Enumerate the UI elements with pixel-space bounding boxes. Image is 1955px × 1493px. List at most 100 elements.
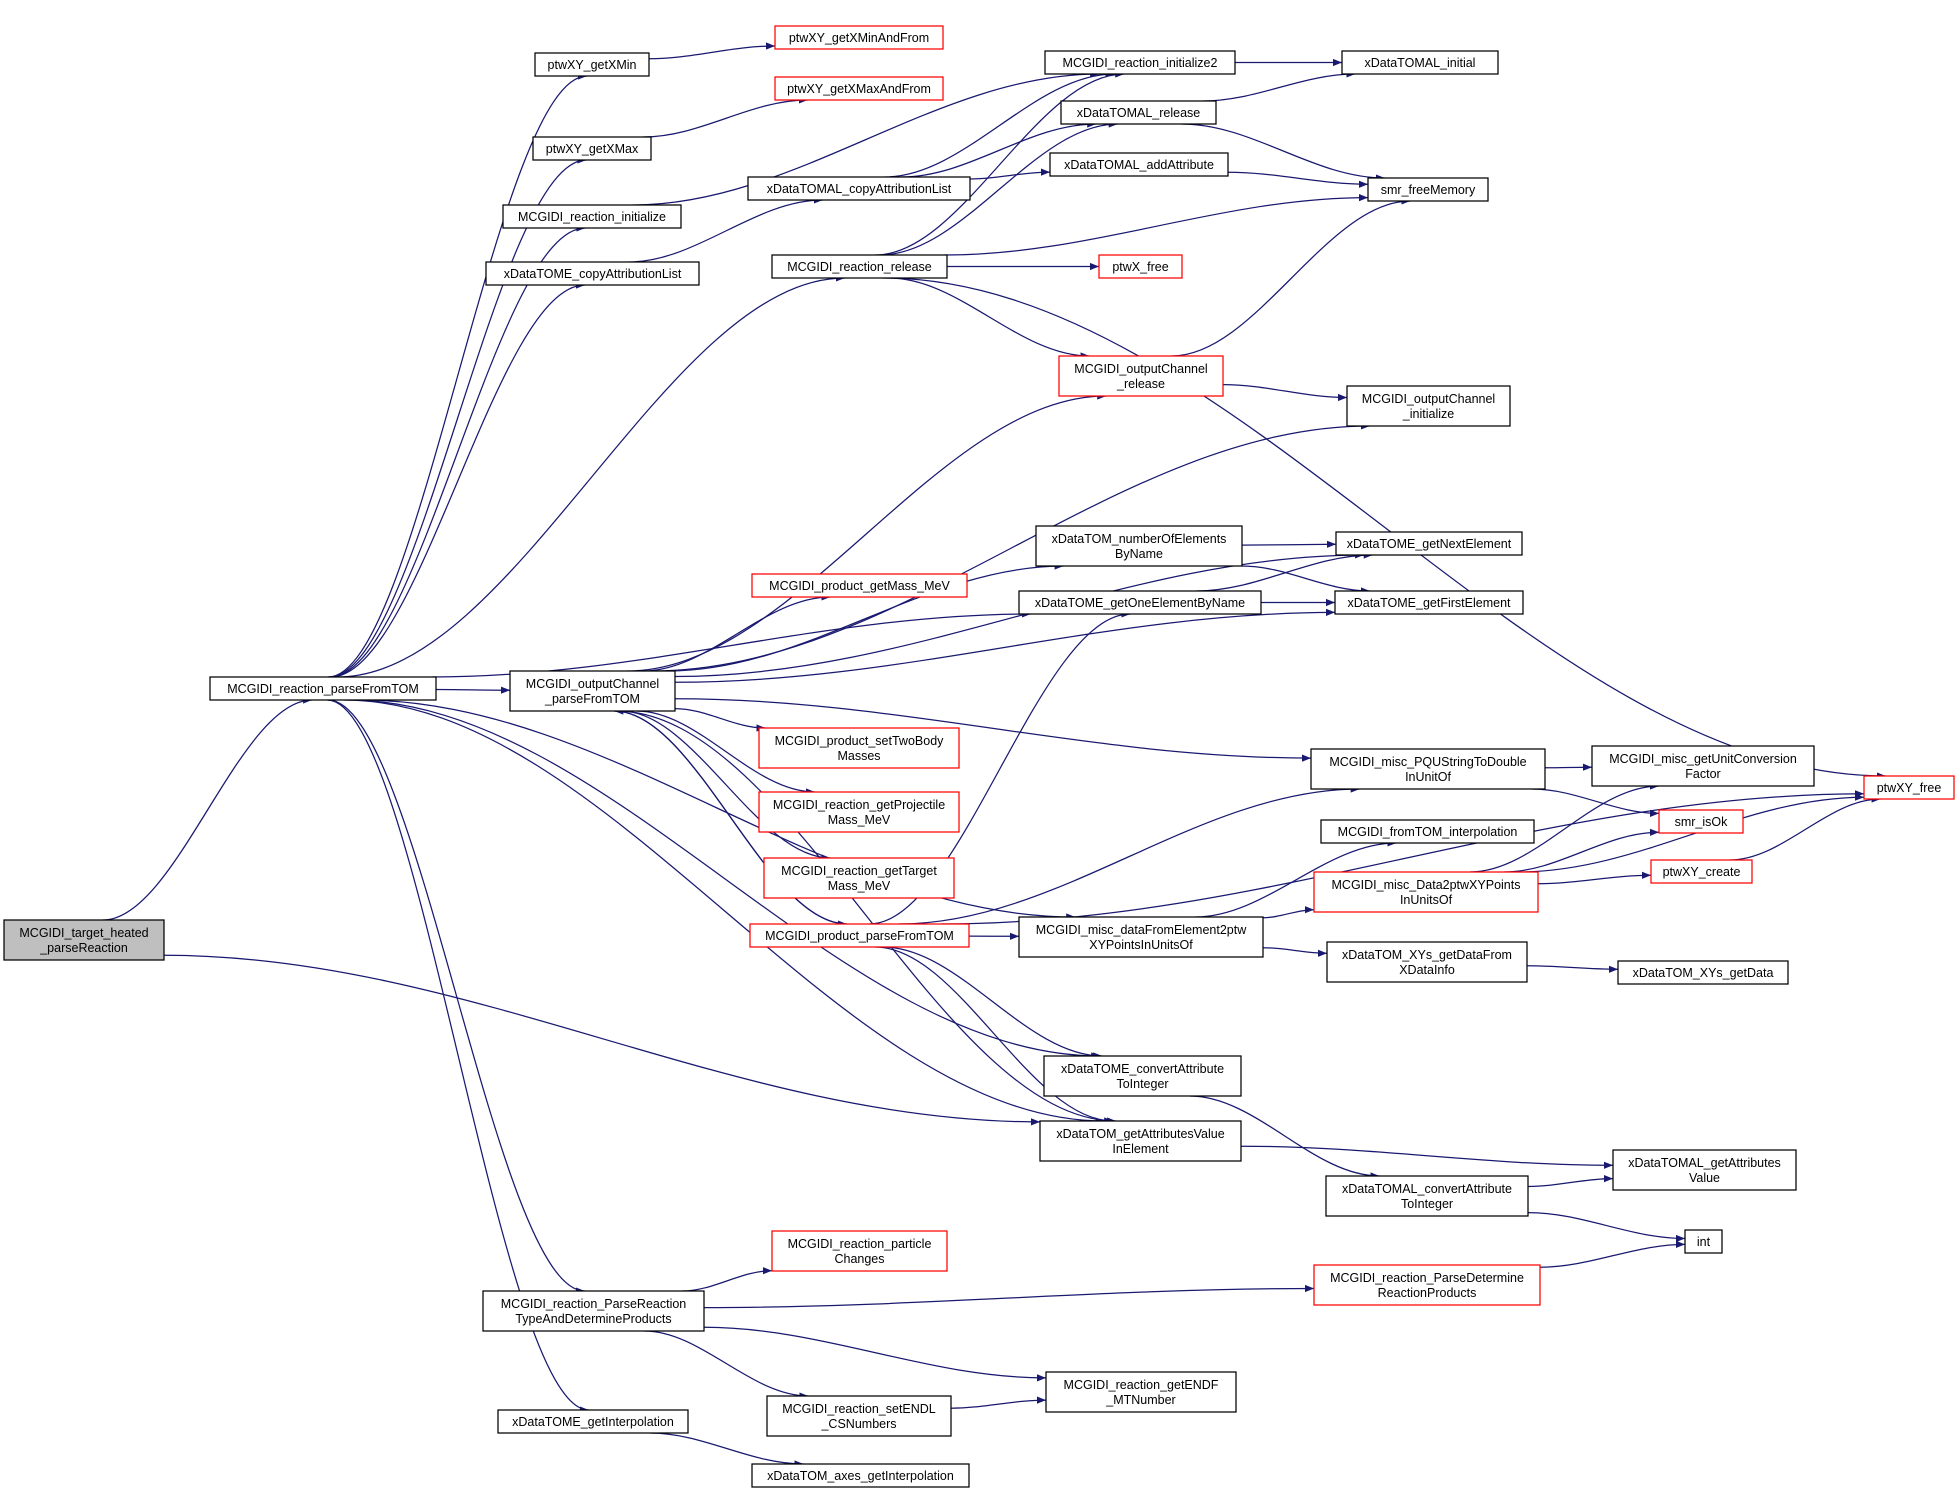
node-getNextElement[interactable]: xDataTOME_getNextElement	[1335, 531, 1523, 556]
edge-dataFromElement-to-fromTOMInterp	[1195, 839, 1397, 918]
node-getOneElemByName[interactable]: xDataTOME_getOneElementByName	[1018, 590, 1262, 615]
node-reactionInitialize[interactable]: MCGIDI_reaction_initialize	[502, 204, 682, 229]
node-root[interactable]: MCGIDI_target_heated_parseReaction	[3, 919, 165, 961]
node-tomalCopyAttr[interactable]: xDataTOMAL_copyAttributionList	[747, 176, 971, 201]
node-label: xDataTOM_XYs_getDataFrom	[1342, 948, 1512, 962]
node-layer: MCGIDI_target_heated_parseReactionMCGIDI…	[3, 25, 1955, 1488]
node-box	[502, 204, 682, 229]
node-parseReactionType[interactable]: MCGIDI_reaction_ParseReactionTypeAndDete…	[482, 1290, 705, 1332]
edge-ocParseFromTOM-to-numElemByName	[667, 562, 1064, 672]
node-xysGetData[interactable]: xDataTOM_XYs_getData	[1617, 960, 1789, 985]
node-getXMax[interactable]: ptwXY_getXMax	[532, 136, 652, 161]
edge-numElemByName-to-getNextElement	[1241, 540, 1337, 548]
node-box	[751, 1463, 970, 1488]
node-setENDL[interactable]: MCGIDI_reaction_setENDL_CSNumbers	[766, 1395, 952, 1437]
node-box	[763, 857, 955, 899]
node-label: ptwXY_getXMax	[546, 142, 639, 156]
node-ocParseFromTOM[interactable]: MCGIDI_outputChannel_parseFromTOM	[509, 670, 676, 712]
node-dataFromElement[interactable]: MCGIDI_misc_dataFromElement2ptwXYPointsI…	[1018, 916, 1264, 958]
node-ptwXYCreate[interactable]: ptwXY_create	[1650, 859, 1753, 884]
node-label: MCGIDI_reaction_ParseDetermine	[1330, 1271, 1524, 1285]
node-box	[1863, 775, 1955, 800]
node-ptwXYFree[interactable]: ptwXY_free	[1863, 775, 1955, 800]
node-smrFreeMemory[interactable]: smr_freeMemory	[1367, 177, 1489, 202]
node-int[interactable]: int	[1684, 1229, 1723, 1254]
edge-layer	[102, 42, 1886, 1468]
node-tomeGetInterp[interactable]: xDataTOME_getInterpolation	[497, 1409, 689, 1434]
node-parseFromTOM[interactable]: MCGIDI_reaction_parseFromTOM	[209, 676, 437, 701]
node-label: Value	[1689, 1171, 1720, 1185]
node-label: MCGIDI_outputChannel	[1074, 362, 1207, 376]
node-ocInitialize[interactable]: MCGIDI_outputChannel_initialize	[1346, 385, 1511, 427]
node-tomalGetAttrValue[interactable]: xDataTOMAL_getAttributesValue	[1612, 1149, 1797, 1191]
node-box	[771, 254, 948, 279]
node-box	[1044, 50, 1236, 75]
node-tomalRelease[interactable]: xDataTOMAL_release	[1060, 100, 1217, 125]
node-box	[758, 727, 960, 769]
node-label: _parseFromTOM	[544, 692, 640, 706]
node-tomalInitial[interactable]: xDataTOMAL_initial	[1341, 50, 1499, 75]
node-reactionRelease[interactable]: MCGIDI_reaction_release	[771, 254, 948, 279]
node-getXMinAndFrom[interactable]: ptwXY_getXMinAndFrom	[774, 25, 944, 50]
node-box	[1310, 748, 1546, 790]
edge-parseReactionType-to-getENDF	[703, 1326, 1047, 1382]
node-label: Mass_MeV	[828, 813, 891, 827]
node-label: MCGIDI_reaction_ParseReaction	[501, 1297, 687, 1311]
node-box	[1617, 960, 1789, 985]
node-label: MCGIDI_target_heated	[19, 926, 148, 940]
node-getENDF[interactable]: MCGIDI_reaction_getENDF_MTNumber	[1045, 1371, 1237, 1413]
node-box	[509, 670, 676, 712]
node-label: MCGIDI_reaction_release	[787, 260, 932, 274]
edge-ocParseFromTOM-to-pqString	[674, 698, 1312, 762]
edge-parseDetermine-to-int	[1539, 1240, 1686, 1268]
node-tomeCopyAttr[interactable]: xDataTOME_copyAttributionList	[485, 261, 700, 286]
node-label: MCGIDI_misc_PQUStringToDouble	[1329, 755, 1526, 769]
edge-parseFromTOM-to-tomeGetInterp	[327, 699, 589, 1414]
node-box	[1018, 916, 1264, 958]
node-getXMaxAndFrom[interactable]: ptwXY_getXMaxAndFrom	[774, 76, 944, 101]
edge-tomalCopyAttr-to-tomalRelease	[901, 120, 1097, 178]
edge-parseFromTOM-to-getXMax	[328, 156, 587, 678]
node-tomalAddAttr[interactable]: xDataTOMAL_addAttribute	[1049, 152, 1229, 177]
node-label: MCGIDI_reaction_initialize	[518, 210, 666, 224]
edge-tomalAddAttr-to-smrFreeMemory	[1227, 171, 1369, 188]
node-label: xDataTOMAL_copyAttributionList	[767, 182, 952, 196]
node-box	[766, 1395, 952, 1437]
node-productParse[interactable]: MCGIDI_product_parseFromTOM	[749, 923, 970, 948]
node-getMassMeV[interactable]: MCGIDI_product_getMass_MeV	[751, 573, 968, 598]
node-smrIsOk[interactable]: smr_isOk	[1658, 809, 1744, 834]
node-label: Masses	[837, 749, 880, 763]
node-ptwXFree[interactable]: ptwX_free	[1098, 254, 1183, 279]
node-box	[1058, 355, 1224, 397]
node-getFirstElement[interactable]: xDataTOME_getFirstElement	[1334, 590, 1524, 615]
node-getXMin[interactable]: ptwXY_getXMin	[534, 52, 650, 77]
node-reactionInitialize2[interactable]: MCGIDI_reaction_initialize2	[1044, 50, 1236, 75]
edge-data2ptwXY-to-ptwXYFree	[1518, 793, 1865, 873]
node-ocRelease[interactable]: MCGIDI_outputChannel_release	[1058, 355, 1224, 397]
node-box	[1039, 1120, 1242, 1162]
edge-xysGetDataFrom-to-xysGetData	[1526, 965, 1619, 973]
node-label: Factor	[1685, 767, 1720, 781]
node-label: MCGIDI_product_setTwoBody	[775, 734, 945, 748]
node-label: InUnitsOf	[1400, 893, 1453, 907]
node-box	[1684, 1229, 1723, 1254]
node-parseDetermine[interactable]: MCGIDI_reaction_ParseDetermineReactionPr…	[1313, 1264, 1541, 1306]
edge-reactionRelease-to-ptwXYFree	[882, 277, 1886, 780]
node-axesGetInterp[interactable]: xDataTOM_axes_getInterpolation	[751, 1463, 970, 1488]
node-fromTOMInterp[interactable]: MCGIDI_fromTOM_interpolation	[1320, 819, 1535, 844]
node-box	[3, 919, 165, 961]
node-label: MCGIDI_misc_Data2ptwXYPoints	[1332, 878, 1521, 892]
node-box	[749, 923, 970, 948]
